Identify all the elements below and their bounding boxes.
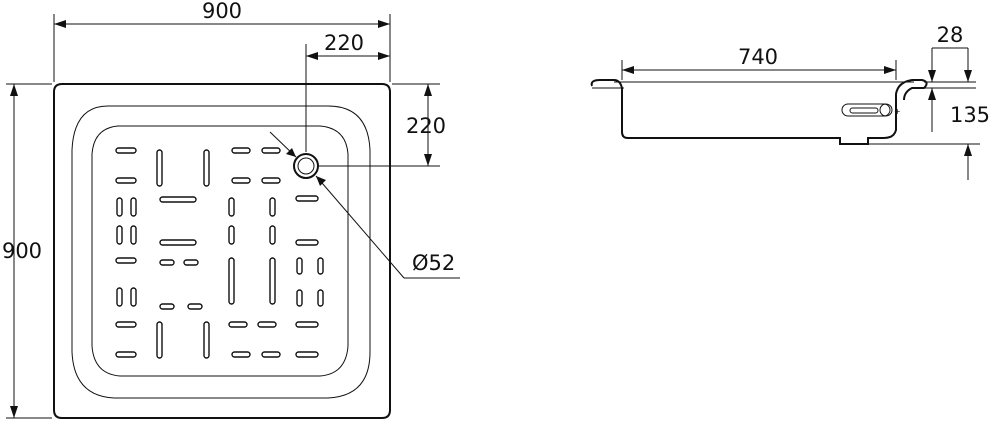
tray-outer-outline bbox=[53, 83, 391, 419]
svg-text:+: + bbox=[894, 107, 901, 116]
slot bbox=[317, 289, 324, 307]
slot bbox=[295, 195, 319, 202]
slot bbox=[116, 225, 123, 245]
dimension-drain-diameter: Ø52 bbox=[269, 131, 460, 279]
slot bbox=[295, 239, 319, 246]
drain-diameter-label: Ø52 bbox=[412, 251, 455, 275]
slot bbox=[295, 351, 319, 358]
slot bbox=[203, 321, 210, 359]
slot bbox=[228, 321, 248, 328]
drain-x-label: 220 bbox=[324, 31, 364, 55]
slot bbox=[183, 259, 199, 266]
rim-label: 28 bbox=[937, 23, 964, 47]
slot bbox=[231, 351, 251, 358]
dimension-rim: 28 bbox=[924, 23, 976, 89]
slot bbox=[156, 149, 163, 187]
top-view: 900 900 220 220 bbox=[2, 0, 460, 419]
slot bbox=[130, 225, 137, 245]
slot bbox=[115, 351, 137, 358]
slot bbox=[295, 321, 319, 328]
slot bbox=[115, 147, 137, 154]
slot bbox=[116, 197, 123, 217]
basin-rim bbox=[71, 105, 371, 399]
length-label: 740 bbox=[738, 45, 778, 69]
slot bbox=[269, 257, 276, 305]
side-view: + 740 28 135 bbox=[590, 23, 990, 180]
slot bbox=[159, 239, 197, 246]
slot bbox=[156, 321, 163, 359]
height-label: 900 bbox=[2, 239, 42, 263]
slot bbox=[261, 177, 281, 184]
slot bbox=[228, 225, 235, 245]
slot bbox=[261, 351, 281, 358]
tray-foot bbox=[839, 138, 869, 145]
dimension-width: 900 bbox=[53, 0, 391, 82]
drain-outlet: + bbox=[841, 103, 901, 117]
slot bbox=[159, 196, 197, 203]
slot bbox=[231, 177, 251, 184]
slot bbox=[159, 259, 175, 266]
slot bbox=[231, 147, 251, 154]
slot bbox=[159, 303, 175, 310]
slot bbox=[115, 177, 137, 184]
drain-inner-ring bbox=[297, 157, 315, 175]
slot bbox=[317, 257, 324, 275]
dimension-drain-y: 220 bbox=[318, 83, 446, 167]
dimension-tray-height: 135 bbox=[868, 88, 990, 180]
slot bbox=[269, 197, 276, 217]
slot bbox=[269, 225, 276, 245]
width-label: 900 bbox=[202, 0, 242, 23]
drain-y-label: 220 bbox=[406, 114, 446, 138]
anti-slip-pattern bbox=[115, 147, 324, 359]
slot bbox=[115, 257, 137, 264]
slot bbox=[228, 197, 235, 217]
slot bbox=[296, 257, 303, 275]
dimension-height: 900 bbox=[2, 83, 52, 419]
slot bbox=[261, 147, 281, 154]
slot bbox=[187, 303, 203, 310]
tray-profile bbox=[590, 79, 928, 145]
slot bbox=[130, 287, 137, 307]
slot bbox=[296, 289, 303, 307]
dimension-drain-x: 220 bbox=[305, 31, 390, 152]
tray-height-label: 135 bbox=[950, 103, 990, 127]
slot bbox=[203, 149, 210, 187]
dimension-length: 740 bbox=[621, 45, 897, 80]
drain bbox=[293, 153, 319, 179]
slot bbox=[228, 257, 235, 305]
slot bbox=[257, 321, 277, 328]
slot bbox=[130, 197, 137, 217]
slot bbox=[116, 287, 123, 307]
basin-floor bbox=[91, 125, 349, 377]
slot bbox=[115, 321, 137, 328]
